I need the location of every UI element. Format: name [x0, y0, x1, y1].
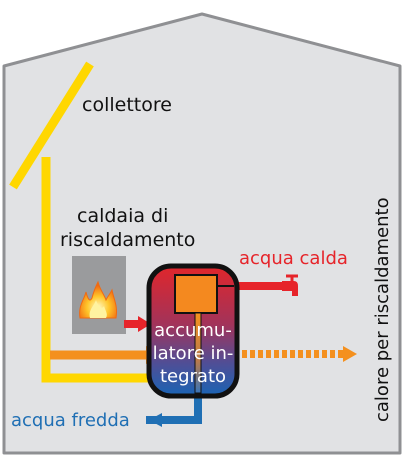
cold-water-pipe: [146, 392, 202, 427]
storage-label-line3: tegrato: [160, 366, 226, 387]
heating-output-label: calore per riscaldamento: [372, 197, 393, 422]
cold-water-label: acqua fredda: [11, 410, 130, 431]
storage-label-line2: latore in-: [153, 343, 234, 364]
collector-label: collettore: [82, 94, 172, 116]
hot-water-pipe: [234, 274, 298, 296]
boiler-unit: [72, 256, 151, 334]
house-outline: [2, 12, 402, 455]
flame-icon: [79, 280, 117, 319]
boiler-label-line2: riscaldamento: [60, 229, 195, 251]
boiler-label-line1: caldaia di: [77, 205, 168, 227]
heating-output-arrow: [242, 346, 357, 362]
storage-tank: [146, 263, 240, 399]
faucet-icon: [282, 274, 298, 296]
hot-water-label: acqua calda: [239, 248, 348, 269]
storage-label-line1: accumu-: [154, 320, 232, 341]
